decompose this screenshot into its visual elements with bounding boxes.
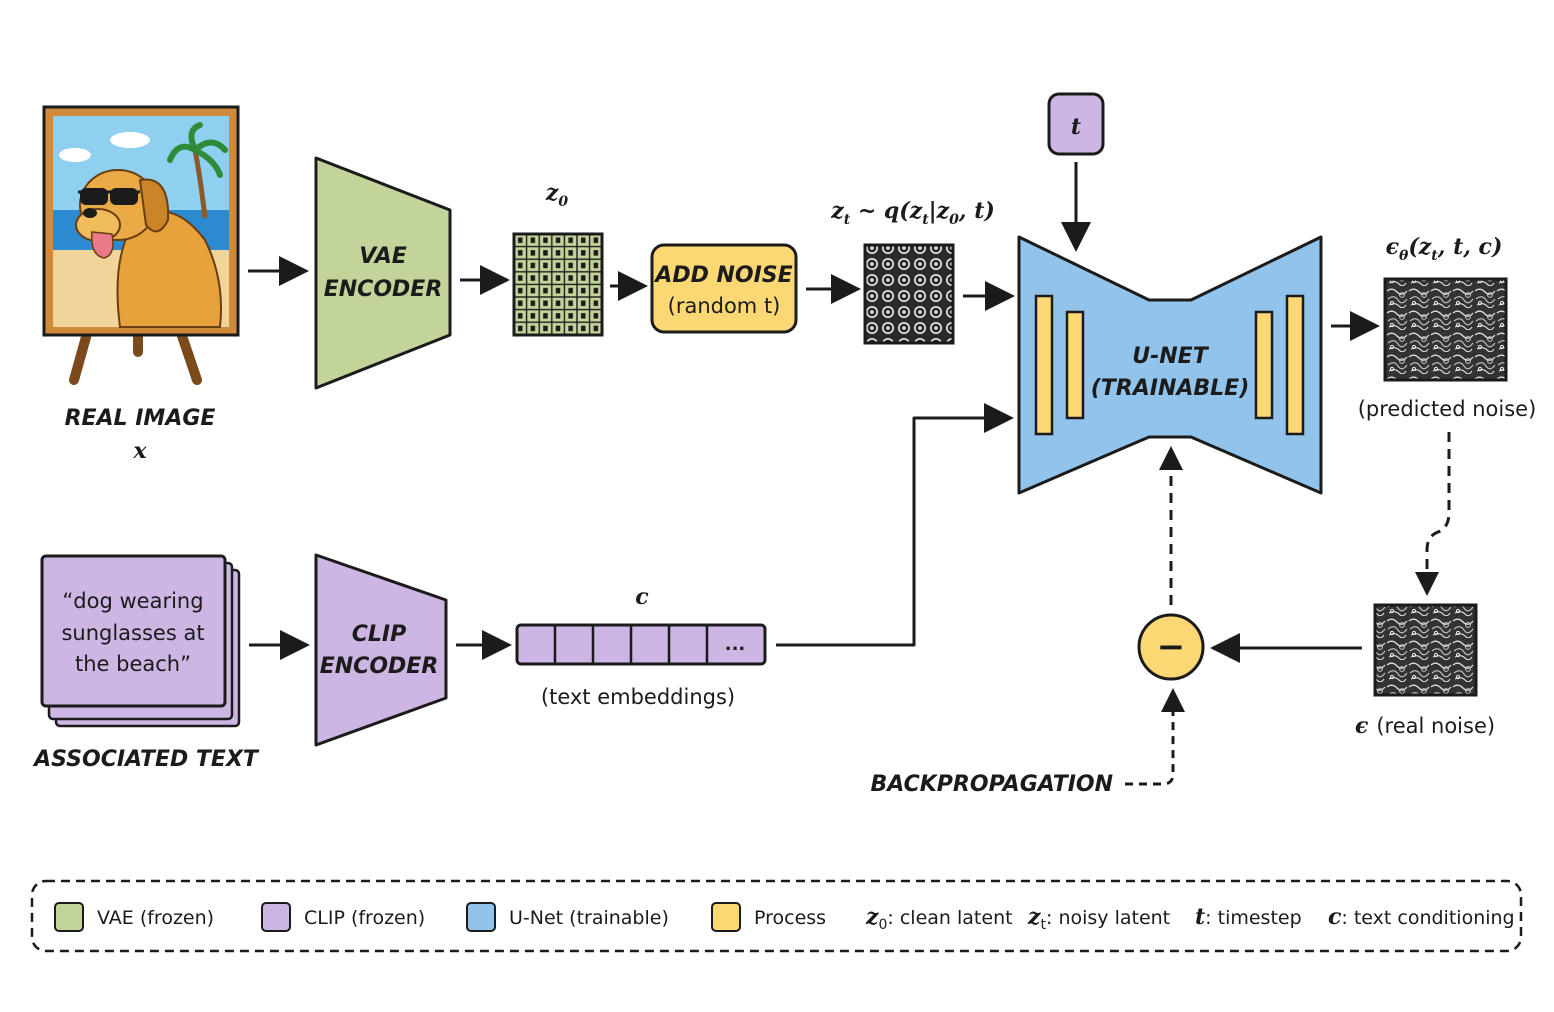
legend-swatch-process (711, 902, 741, 932)
unet-bar-4 (1285, 294, 1305, 436)
zt-formula: zt ~ q(zt|z0, t) (830, 198, 995, 228)
clip-encoder-label-line2: ENCODER (320, 654, 439, 679)
easel-leg-right (175, 325, 202, 385)
text-card-line2: sunglasses at (61, 621, 204, 645)
zt-noisy-latent (863, 243, 955, 345)
text-card-line3: the beach” (75, 652, 191, 676)
arrow-embeddings-to-unet (776, 403, 1014, 647)
real-noise-caption: ϵ(real noise) (1355, 713, 1495, 739)
unet-label-line1: U-NET (1132, 344, 1209, 369)
text-card-line1: “dog wearing (62, 589, 203, 613)
real-image-easel (42, 105, 240, 385)
predicted-noise-image (1383, 277, 1508, 382)
predicted-formula: ϵθ(zt, t, c) (1386, 234, 1503, 264)
legend-label-unet: U-Net (trainable) (509, 907, 669, 929)
embeddings-symbol: c (635, 584, 649, 610)
legend-z0-clean-latent: z0: clean latent (865, 904, 1013, 933)
vae-encoder-block (314, 156, 452, 390)
easel-leg-left (69, 325, 93, 385)
add-noise-block (650, 243, 798, 334)
predicted-noise-caption: (predicted noise) (1358, 397, 1537, 421)
unet-bar-3 (1254, 310, 1274, 420)
real-noise-image (1373, 603, 1478, 697)
timestep-label: t (1071, 114, 1081, 140)
legend-swatch-unet (466, 902, 496, 932)
clip-encoder-label-line1: CLIP (352, 622, 406, 647)
legend-swatch-vae (54, 902, 84, 932)
vae-encoder-label-line1: VAE (359, 244, 407, 269)
real-image-symbol: x (132, 438, 147, 464)
embeddings-ellipsis: ... (725, 634, 746, 655)
add-noise-sublabel: (random t) (668, 294, 781, 318)
text-card-front (40, 554, 227, 708)
unet-bar-2 (1065, 310, 1085, 420)
legend-c-text-conditioning: c: text conditioning (1328, 904, 1515, 930)
embedding-vector (515, 623, 767, 666)
unet-bar-1 (1034, 294, 1054, 436)
backpropagation-label: BACKPROPAGATION (871, 772, 1114, 797)
dashed-arrow-backprop (1125, 688, 1185, 786)
embeddings-caption: (text embeddings) (541, 685, 735, 709)
legend-box (30, 879, 1523, 953)
minus-symbol: − (1157, 627, 1186, 667)
legend-swatch-clip (261, 902, 291, 932)
z0-label: z0 (545, 180, 569, 210)
real-image-label: REAL IMAGE (65, 406, 216, 431)
timestep-box (1047, 92, 1105, 156)
z0-latent-grid (512, 232, 604, 337)
dog-picture (53, 116, 229, 328)
add-noise-label: ADD NOISE (653, 263, 792, 288)
clip-encoder-block (314, 553, 448, 747)
legend-zt-noisy-latent: zt: noisy latent (1027, 904, 1170, 933)
legend-label-clip: CLIP (frozen) (304, 907, 425, 929)
legend-t-timestep: t: timestep (1195, 904, 1302, 930)
loss-minus-node (1137, 613, 1205, 681)
associated-text-label: ASSOCIATED TEXT (32, 747, 260, 772)
legend-label-process: Process (754, 907, 826, 929)
unet-block (1017, 235, 1323, 495)
dashed-arrow-predicted-to-real (1415, 432, 1451, 596)
unet-label-line2: (TRAINABLE) (1091, 376, 1250, 401)
legend-label-vae: VAE (frozen) (97, 907, 214, 929)
vae-encoder-label-line2: ENCODER (324, 277, 443, 302)
